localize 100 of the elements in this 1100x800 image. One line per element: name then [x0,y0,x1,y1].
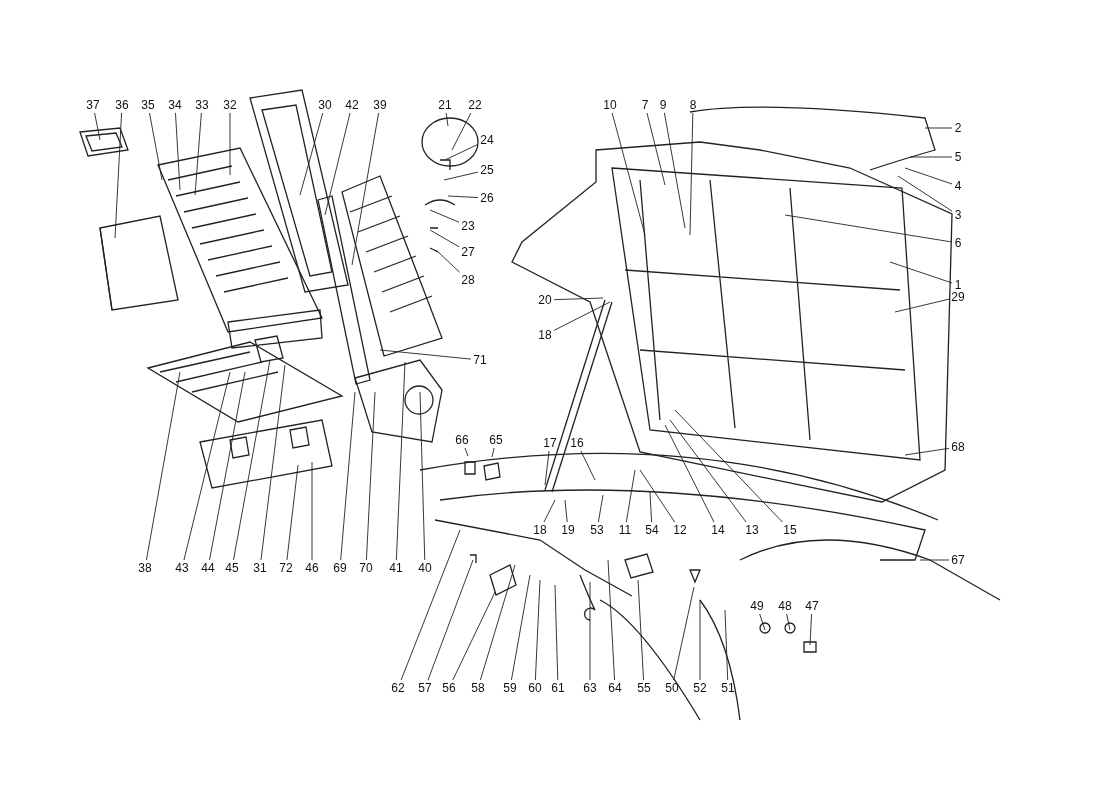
leader-line [889,261,953,284]
callout-number: 25 [480,163,494,177]
callout-number: 18 [533,523,547,537]
callout-number: 58 [471,681,485,695]
leader-line [299,112,324,196]
leader-line [724,609,729,681]
leader-line [94,112,101,141]
leader-line [183,371,231,561]
leader-line [429,209,460,223]
leader-line [194,112,202,196]
leader-line [580,450,596,481]
callout-number: 43 [175,561,189,575]
callout-number: 71 [473,353,487,367]
callout-number: 12 [673,523,687,537]
leader-line [114,112,123,239]
callout-number: 27 [461,245,475,259]
leader-line [146,371,181,561]
leader-line [909,156,953,158]
leader-line [673,586,695,681]
callout-number: 61 [551,681,565,695]
leader-line [311,461,313,561]
callout-number: 62 [391,681,405,695]
callout-number: 13 [745,523,759,537]
leader-line [894,298,950,313]
leader-line [607,559,615,681]
leader-line [674,409,783,523]
leader-line [452,591,496,681]
leader-line [395,361,406,561]
leader-line [464,447,469,457]
callout-number: 20 [538,293,552,307]
leader-line [260,364,286,561]
leader-line [639,469,676,523]
callout-number: 54 [645,523,659,537]
callout-number: 67 [951,553,965,567]
callout-number: 33 [195,98,209,112]
leader-line [443,171,479,181]
leader-line [564,499,568,523]
callout-number: 15 [783,523,797,537]
callout-number: 63 [583,681,597,695]
callout-number: 56 [442,681,456,695]
callout-number: 66 [455,433,469,447]
callout-number: 45 [225,561,239,575]
callout-number: 9 [659,98,667,112]
callout-number: 22 [468,98,482,112]
leader-line [447,195,479,198]
callout-number: 5 [954,150,962,164]
leader-line [904,447,950,456]
callout-number: 8 [689,98,697,112]
callout-number: 3 [954,208,962,222]
callout-number: 36 [115,98,129,112]
callout-number: 37 [86,98,100,112]
callout-number: 29 [951,290,965,304]
callout-number: 1 [954,278,962,292]
leader-line [904,167,953,185]
callout-number: 42 [345,98,359,112]
leader-line [435,249,460,273]
leader-line [809,613,813,646]
callout-number: 4 [954,179,962,193]
callout-number: 57 [418,681,432,695]
callout-number: 18 [538,328,552,342]
leader-line [229,112,231,176]
callout-number: 69 [333,561,347,575]
callout-number: 40 [418,561,432,575]
leader-line [924,127,953,129]
callout-number: 60 [528,681,542,695]
callout-number: 44 [201,561,215,575]
callout-number: 14 [711,523,725,537]
leader-line [340,391,356,561]
callout-number: 48 [778,599,792,613]
callout-number: 46 [305,561,319,575]
leader-line [427,559,474,681]
leader-line [669,419,747,523]
leader-line [286,464,299,561]
callout-number: 34 [168,98,182,112]
callout-number: 49 [750,599,764,613]
leader-line [444,143,479,161]
callout-number: 19 [561,523,575,537]
leader-line [233,359,271,561]
callout-number: 6 [954,236,962,250]
callout-number: 24 [480,133,494,147]
callout-number: 72 [279,561,293,575]
leader-line [554,584,559,681]
leader-line [429,229,460,248]
callout-number: 68 [951,440,965,454]
callout-number: 55 [637,681,651,695]
leader-line [419,391,426,561]
leader-line [479,564,516,681]
callout-number: 41 [389,561,403,575]
callout-number: 35 [141,98,155,112]
callout-number: 2 [954,121,962,135]
callout-number: 59 [503,681,517,695]
leader-line [699,599,701,681]
leader-line [544,450,550,486]
leader-line [897,175,953,212]
leader-line [451,112,472,151]
leader-line [400,529,461,681]
leader-line [379,349,472,360]
leader-line [553,301,611,331]
callout-number: 17 [543,436,557,450]
leader-line [324,112,351,216]
